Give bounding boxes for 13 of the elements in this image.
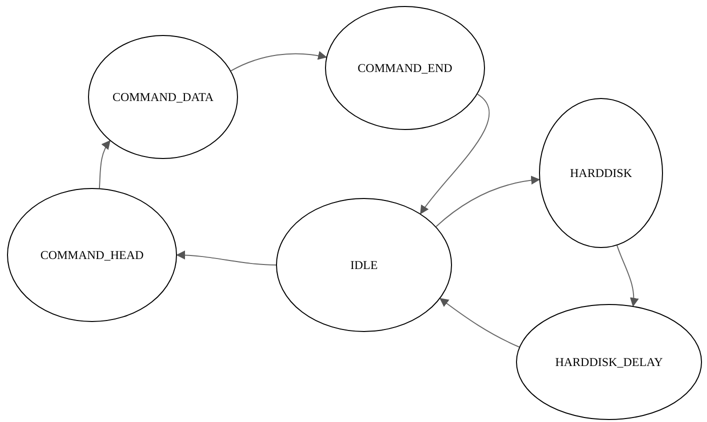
transition-arrow: [230, 51, 328, 72]
state-label: COMMAND_END: [358, 60, 452, 76]
state-label: IDLE: [350, 258, 378, 272]
transition-arrow: [440, 298, 520, 348]
state-label: HARDDISK_DELAY: [555, 354, 663, 370]
transition-arrow: [616, 244, 638, 307]
transition-arrow: [436, 176, 540, 228]
transition-arrow: [176, 250, 276, 266]
state-label: HARDDISK: [570, 166, 632, 180]
transition-arrow: [420, 94, 490, 214]
state-label: COMMAND_DATA: [112, 90, 214, 104]
state-label: COMMAND_HEAD: [40, 248, 144, 262]
transition-arrow: [98, 140, 110, 189]
